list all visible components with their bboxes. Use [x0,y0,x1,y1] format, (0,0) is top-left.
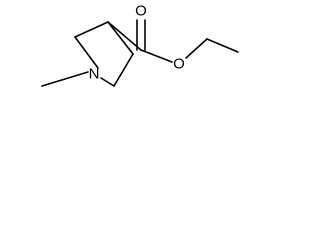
atom-nitrogen: N [89,66,100,83]
atom-carbonyl-oxygen: O [135,3,147,20]
bond-n-methyl [41,71,89,87]
bond-c3-carbonyl [107,21,142,51]
bond-ch2-ch3 [206,38,239,53]
bond-c5-n [100,77,115,87]
bond-c3-c4 [107,21,134,55]
bond-c2-c3 [74,21,109,38]
bond-n-c2 [74,36,99,69]
bond-carbonyl-ester-o [140,49,173,63]
bond-ester-o-ch2 [185,38,208,59]
bond-c4-c5 [113,53,134,87]
atom-ester-oxygen: O [173,56,185,73]
chemical-structure: N O O [0,0,248,122]
molecule-diagram: N O O [41,3,239,87]
